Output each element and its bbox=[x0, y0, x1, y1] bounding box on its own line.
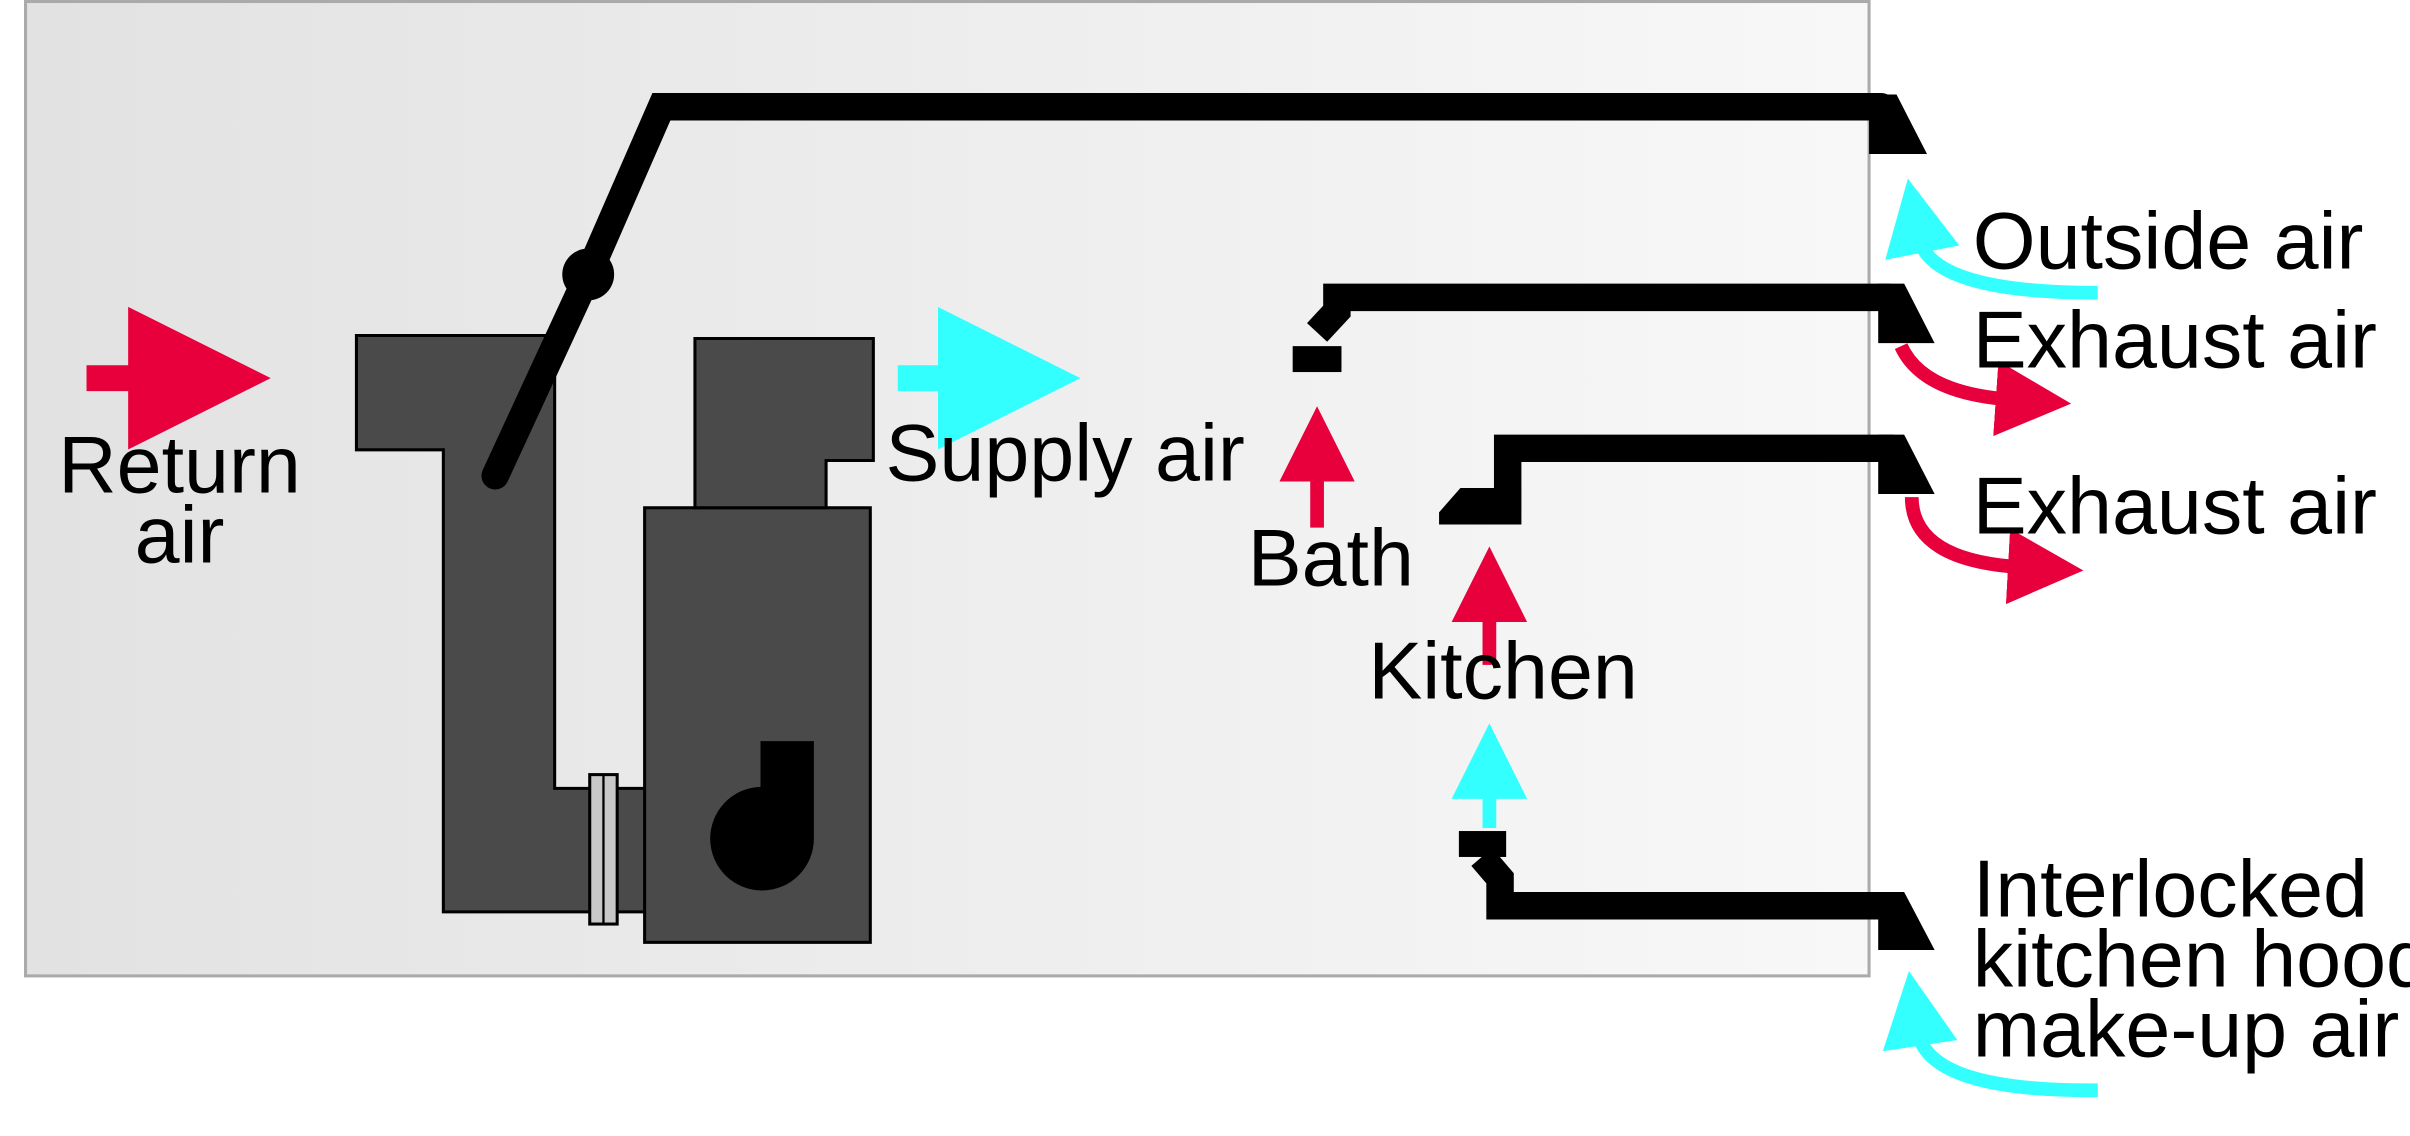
kitchen-exhaust-hood bbox=[1878, 434, 1935, 495]
makeup-air-diffuser bbox=[1458, 831, 1507, 857]
return-air-label-line2: air bbox=[135, 491, 225, 581]
kitchen-exhaust-air-label: Exhaust air bbox=[1973, 462, 2377, 552]
bath-exhaust-air-arrow bbox=[1894, 343, 2072, 437]
makeup-air-duct bbox=[1471, 848, 1891, 920]
makeup-air-intake-arrow bbox=[1882, 971, 2098, 1098]
supply-air-label: Supply air bbox=[886, 408, 1245, 498]
building-envelope bbox=[24, 0, 1871, 978]
kitchen-exhaust-duct bbox=[1493, 434, 1894, 488]
outside-air-arrow bbox=[1885, 178, 2098, 300]
bath-exhaust-grille bbox=[1292, 346, 1342, 373]
kitchen-label: Kitchen bbox=[1368, 626, 1638, 716]
makeup-air-hood bbox=[1878, 892, 1935, 950]
makeup-air-label-line1: Interlocked bbox=[1973, 844, 2368, 934]
bath-exhaust-duct bbox=[1307, 283, 1891, 342]
return-air-label-line1: Return bbox=[58, 421, 301, 511]
blower-fan-icon bbox=[710, 741, 814, 891]
outside-air-label: Outside air bbox=[1973, 196, 2364, 286]
bath-exhaust-hood bbox=[1878, 283, 1935, 344]
supply-air-plenum bbox=[693, 336, 875, 510]
makeup-air-label-line3: make-up air bbox=[1973, 985, 2400, 1075]
kitchen-range-hood bbox=[1439, 487, 1522, 525]
bath-exhaust-air-label: Exhaust air bbox=[1973, 295, 2377, 385]
makeup-air-label-line2: kitchen hood bbox=[1973, 915, 2410, 1005]
damper-icon bbox=[562, 248, 615, 301]
outside-air-hood bbox=[1869, 94, 1928, 155]
kitchen-exhaust-air-arrow bbox=[1904, 496, 2084, 605]
bath-label: Bath bbox=[1248, 514, 1414, 604]
outside-air-duct bbox=[481, 93, 1895, 490]
